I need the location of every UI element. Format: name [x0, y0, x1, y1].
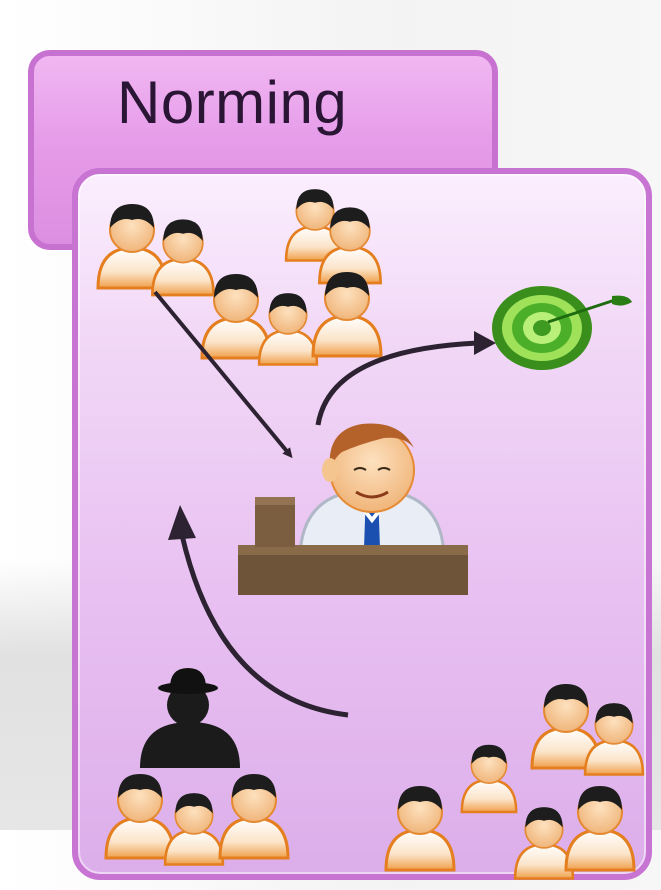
outsider-icon — [140, 668, 240, 768]
target-icon — [492, 286, 632, 370]
people-group-icon — [106, 774, 288, 865]
people-group-icon — [386, 786, 454, 870]
people-group-icon — [98, 204, 214, 295]
leader-at-desk-icon — [238, 424, 468, 596]
people-group-icon — [462, 745, 516, 812]
people-group-icon — [202, 272, 381, 365]
arrow-head-icon — [168, 505, 196, 540]
people-group-icon — [515, 786, 634, 879]
people-group-icon — [532, 684, 643, 775]
people-group-icon — [286, 189, 381, 283]
